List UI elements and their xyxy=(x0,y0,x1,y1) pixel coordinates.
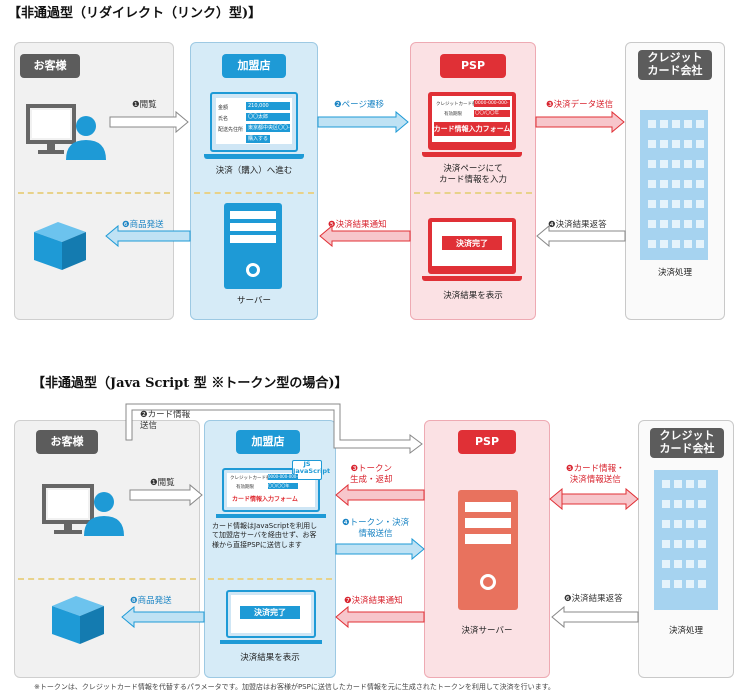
step-6-label: ❻商品発送 xyxy=(122,220,164,230)
form-label: 金額 xyxy=(218,105,229,111)
building-icon xyxy=(654,470,718,610)
divider xyxy=(208,578,332,580)
card-company-header: クレジット カード会社 xyxy=(650,428,724,458)
psp-header: PSP xyxy=(458,430,516,454)
arrow-step-4 xyxy=(335,537,425,561)
purchase-button: 購入する xyxy=(246,135,270,143)
javascript-badge: JS JavaScript xyxy=(292,460,330,480)
customer-panel xyxy=(14,420,200,678)
form-label: 氏名 xyxy=(218,116,229,122)
server-icon xyxy=(458,490,518,610)
merchant-header: 加盟店 xyxy=(236,430,300,454)
laptop-base xyxy=(422,276,522,281)
step-8-label: ❽商品発送 xyxy=(130,596,172,606)
step-4-label: ❹トークン・決済 情報送信 xyxy=(342,518,410,539)
laptop-base xyxy=(204,154,304,159)
step-7-label: ❼決済結果通知 xyxy=(344,596,403,606)
step-5-label: ❺カード情報・ 決済情報送信 xyxy=(566,464,625,485)
customer-header: お客様 xyxy=(20,54,80,78)
merchant-bottom-caption: サーバー xyxy=(237,296,271,306)
step-1-label: ❶閲覧 xyxy=(132,100,157,110)
card-caption: 決済処理 xyxy=(668,626,703,636)
divider xyxy=(414,192,532,194)
card-form-title: カード情報入力フォーム xyxy=(232,496,298,503)
step-6-label: ❻決済結果返答 xyxy=(564,594,623,604)
step-3-label: ❸トークン 生成・返却 xyxy=(350,464,393,485)
diagram1-title: 【非通過型（リダイレクト（リンク）型)】 xyxy=(8,6,262,21)
laptop-base xyxy=(422,152,522,157)
step-4-label: ❹決済結果返答 xyxy=(548,220,607,230)
form-label: クレジットカード番号 xyxy=(230,476,275,481)
psp-bottom-caption: 決済結果を表示 xyxy=(443,291,503,301)
psp-top-caption: 決済ページにて カード情報を入力 xyxy=(438,164,507,186)
form-value: 〇〇/〇〇年 xyxy=(474,110,510,117)
divider xyxy=(18,578,196,580)
form-value: 〇〇太郎 xyxy=(246,113,290,121)
form-value: 〇〇/〇〇年 xyxy=(268,483,298,489)
customer-panel xyxy=(14,42,174,320)
footnote: ※トークンは、クレジットカード情報を代替するパラメータです。加盟店はお客様がPS… xyxy=(34,683,555,691)
form-label: クレジットカード番号 xyxy=(436,102,481,107)
arrow-step-3 xyxy=(535,110,625,134)
arrow-step-6 xyxy=(551,605,639,629)
form-label: 配送先住所 xyxy=(218,127,244,133)
card-company-header: クレジット カード会社 xyxy=(638,50,712,80)
card-caption: 決済処理 xyxy=(657,268,692,278)
form-value: 210,000 xyxy=(246,102,290,110)
divider xyxy=(194,192,314,194)
form-label: 有効期限 xyxy=(444,112,462,117)
merchant-top-caption: カード情報はJavaScriptを利用し て加盟店サーバを経由せず、お客 様から… xyxy=(212,522,318,549)
payment-complete-banner: 決済完了 xyxy=(442,236,502,250)
merchant-header: 加盟店 xyxy=(222,54,286,78)
customer-header: お客様 xyxy=(36,430,98,454)
merchant-laptop xyxy=(210,92,298,152)
card-form-banner: カード情報入力フォーム xyxy=(434,122,510,136)
form-value: 0000-000-000-000 xyxy=(268,474,298,480)
form-label: 有効期限 xyxy=(236,485,254,490)
divider xyxy=(18,192,170,194)
step-1-label: ❶閲覧 xyxy=(150,478,175,488)
step-3-label: ❸決済データ送信 xyxy=(546,100,614,110)
psp-caption: 決済サーバー xyxy=(461,626,513,636)
building-icon xyxy=(640,110,708,260)
psp-header: PSP xyxy=(440,54,506,78)
arrow-step-7 xyxy=(335,605,425,629)
form-value: 0000-000-000-000 xyxy=(474,100,510,107)
merchant-top-caption: 決済（購入）へ進む xyxy=(215,166,293,176)
step-2-label: ❷カード情報 送信 xyxy=(140,410,191,431)
merchant-bottom-caption: 決済結果を表示 xyxy=(240,653,300,663)
form-value: 東京都中央区〇〇-〇 xyxy=(246,124,290,132)
arrow-step-2 xyxy=(317,110,409,134)
laptop-base xyxy=(220,640,322,644)
arrow-step-3 xyxy=(335,483,425,507)
payment-complete-banner: 決済完了 xyxy=(240,606,300,619)
diagram2-title: 【非通過型（Java Script 型 ※トークン型の場合)】 xyxy=(32,376,348,391)
step-2-label: ❷ページ遷移 xyxy=(334,100,384,110)
server-icon xyxy=(224,203,282,289)
laptop-base xyxy=(216,514,326,518)
step-5-label: ❺決済結果通知 xyxy=(328,220,387,230)
arrow-step-5 xyxy=(549,487,639,511)
